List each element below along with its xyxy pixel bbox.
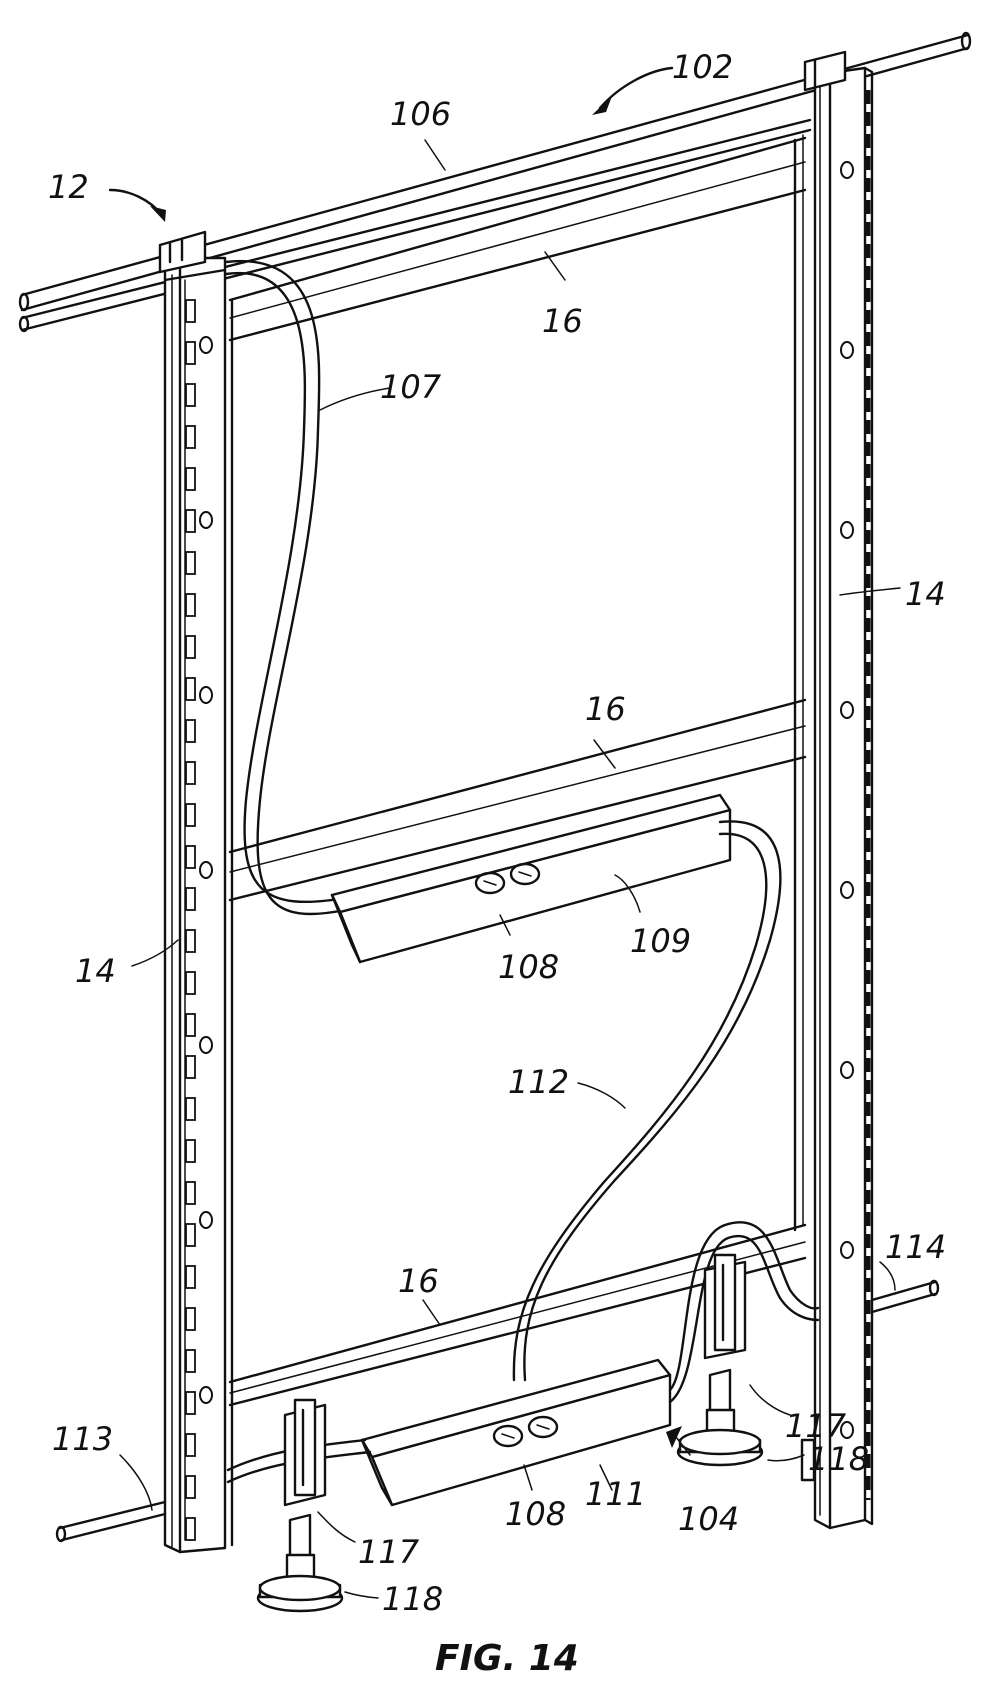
post-slot	[185, 971, 196, 995]
post-slot	[185, 803, 196, 827]
post-slot	[185, 1475, 196, 1499]
label-16-top: 16	[542, 302, 583, 340]
cable-112-inner	[512, 832, 768, 1382]
screw	[840, 521, 854, 539]
post-slot	[185, 1307, 196, 1331]
cable-112	[523, 820, 782, 1382]
post-slot	[185, 635, 196, 659]
cable-loop-right	[668, 1221, 820, 1392]
label-108-upper: 108	[498, 948, 559, 986]
screw	[199, 1211, 213, 1229]
upper-wire-rail	[18, 118, 812, 333]
post-slot	[185, 1265, 196, 1289]
screw	[199, 861, 213, 879]
screw	[199, 1386, 213, 1404]
post-slot	[185, 719, 196, 743]
label-117-right: 117	[785, 1407, 847, 1445]
post-slot	[185, 929, 196, 953]
post-slot	[185, 1223, 196, 1247]
post-slot	[185, 677, 196, 701]
post-slot	[185, 1433, 196, 1457]
top-beam-16	[228, 136, 807, 342]
power-block-111	[360, 1358, 672, 1507]
power-block-109	[330, 793, 732, 964]
post-slot	[185, 551, 196, 575]
post-slot	[185, 467, 196, 491]
label-118-right: 118	[808, 1440, 869, 1478]
screw	[840, 881, 854, 899]
cable-107-inner	[224, 271, 347, 904]
post-slot	[185, 299, 196, 323]
label-16-bottom: 16	[398, 1262, 439, 1300]
screw	[840, 1421, 854, 1439]
post-slot	[185, 1181, 196, 1205]
screw	[199, 686, 213, 704]
label-104: 104	[678, 1500, 739, 1538]
label-106: 106	[390, 95, 451, 133]
left-foot-117-118	[256, 1398, 344, 1613]
label-14-right: 14	[905, 575, 946, 613]
screw	[840, 161, 854, 179]
post-slot	[185, 341, 196, 365]
post-slot	[185, 845, 196, 869]
reference-numerals: 102 106 12 16 107 14 16 14 109 108 112 1…	[48, 48, 946, 1618]
label-107: 107	[380, 368, 442, 406]
post-slot	[185, 1391, 196, 1415]
post-slot	[185, 761, 196, 785]
label-109: 109	[630, 922, 691, 960]
cable-loop-right-inner	[668, 1234, 820, 1404]
right-post-14	[800, 50, 874, 1530]
label-113: 113	[52, 1420, 113, 1458]
post-slot	[185, 425, 196, 449]
post-slot	[185, 509, 196, 533]
cable-107	[224, 259, 347, 916]
label-112: 112	[508, 1063, 569, 1101]
label-118-left: 118	[382, 1580, 443, 1618]
screw	[840, 341, 854, 359]
post-slot	[185, 1055, 196, 1079]
screw	[199, 511, 213, 529]
label-108-lower: 108	[505, 1495, 566, 1533]
label-102: 102	[672, 48, 733, 86]
post-slot	[185, 887, 196, 911]
middle-beam-16	[228, 698, 807, 902]
right-foot-117-118	[676, 1253, 764, 1467]
figure-caption: FIG. 14	[435, 1638, 579, 1679]
left-post-14	[158, 230, 227, 1554]
leader-lines	[108, 66, 901, 1599]
outlet-108-lower	[492, 1415, 559, 1448]
label-114: 114	[885, 1228, 946, 1266]
post-slot	[185, 1097, 196, 1121]
screw	[840, 1061, 854, 1079]
post-slot	[185, 593, 196, 617]
screw	[199, 336, 213, 354]
post-slot	[185, 1349, 196, 1373]
bottom-rail-114	[870, 1279, 940, 1314]
post-slot	[185, 1139, 196, 1163]
label-14-left: 14	[75, 952, 116, 990]
post-slot	[185, 1517, 196, 1541]
label-16-middle: 16	[585, 690, 626, 728]
label-12: 12	[48, 168, 89, 206]
post-slot	[185, 383, 196, 407]
screw	[840, 1241, 854, 1259]
screw	[199, 1036, 213, 1054]
label-117-left: 117	[358, 1533, 420, 1571]
label-111: 111	[585, 1475, 646, 1513]
outlet-108-upper	[474, 862, 541, 895]
post-slot	[185, 1013, 196, 1037]
screw	[840, 701, 854, 719]
